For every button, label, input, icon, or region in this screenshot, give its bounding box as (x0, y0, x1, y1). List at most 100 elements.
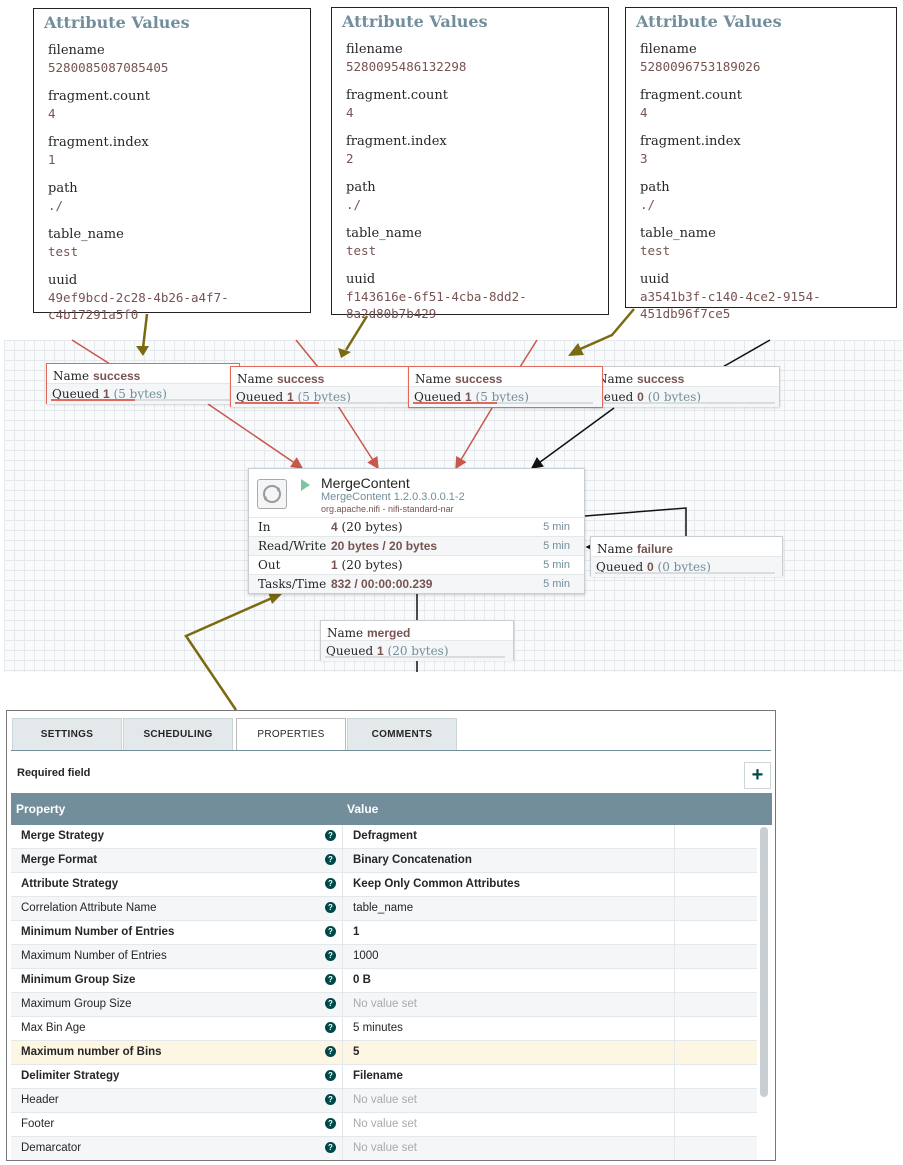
help-icon[interactable]: ? (325, 830, 336, 841)
help-icon[interactable]: ? (325, 1118, 336, 1129)
column-property: Property (16, 802, 66, 816)
table-row[interactable]: Max Bin Age?5 minutes (11, 1017, 757, 1041)
processor-icon (257, 479, 287, 509)
connection-failure[interactable]: Name failure Queued 0 (0 bytes) (590, 536, 783, 577)
table-row[interactable]: Merge Strategy?Defragment (11, 825, 757, 849)
tab-divider (11, 750, 771, 751)
table-row[interactable]: Footer?No value set (11, 1113, 757, 1137)
connection-success-4[interactable]: Name success ueued 0 (0 bytes) (590, 366, 780, 407)
table-row[interactable]: Delimiter Strategy?Filename (11, 1065, 757, 1089)
property-name: Minimum Number of Entries (21, 926, 175, 938)
property-value[interactable]: No value set (353, 998, 417, 1010)
queued-count: 1 (377, 644, 384, 658)
attribute-name: table_name (346, 226, 422, 241)
queued-size: (5 bytes) (475, 390, 529, 404)
help-icon[interactable]: ? (325, 1022, 336, 1033)
attribute-name: uuid (346, 272, 376, 287)
property-value[interactable]: No value set (353, 1094, 417, 1106)
table-row[interactable]: Attribute Strategy?Keep Only Common Attr… (11, 873, 757, 897)
property-value[interactable]: Defragment (353, 830, 417, 842)
attribute-box-title: Attribute Values (342, 12, 488, 31)
processor-mergecontent[interactable]: MergeContent MergeContent 1.2.0.3.0.0.1-… (248, 468, 585, 594)
attribute-value: test (346, 243, 377, 258)
help-icon[interactable]: ? (325, 1094, 336, 1105)
queue-bar (413, 402, 593, 404)
table-row[interactable]: Maximum Number of Entries? 1000 (11, 945, 757, 969)
connection-merged[interactable]: Name merged Queued 1 (20 bytes) (320, 620, 514, 661)
tab-comments[interactable]: COMMENTS (347, 718, 457, 750)
property-value[interactable]: table_name (353, 902, 414, 914)
property-value[interactable]: 5 (353, 1046, 360, 1058)
connection-name: failure (636, 542, 673, 556)
help-icon[interactable]: ? (325, 974, 336, 985)
running-icon (301, 479, 310, 491)
property-value[interactable]: 1 (353, 926, 360, 938)
property-name: Maximum Number of Entries (21, 950, 167, 962)
table-row[interactable]: Minimum Group Size?0 B (11, 969, 757, 993)
property-value[interactable]: Binary Concatenation (353, 854, 472, 866)
help-icon[interactable]: ? (325, 1046, 336, 1057)
table-row[interactable]: Demarcator?No value set (11, 1137, 757, 1160)
tab-scheduling[interactable]: SCHEDULING (123, 718, 233, 750)
connection-success-1[interactable]: Name success Queued 1 (5 bytes) (46, 363, 240, 404)
queue-bar-fill (235, 402, 319, 404)
stat-label: In (258, 520, 271, 534)
stat-value: 20 bytes / 20 bytes (331, 539, 438, 553)
stat-value: 1 (331, 558, 338, 572)
help-icon[interactable]: ? (325, 1070, 336, 1081)
attribute-name: fragment.count (346, 88, 448, 103)
stat-label: Read/Write (258, 539, 327, 553)
queued-size: (20 bytes) (387, 644, 449, 658)
tab-properties[interactable]: PROPERTIES (236, 718, 346, 751)
queued-count: 1 (465, 390, 472, 404)
queue-bar (595, 402, 775, 404)
property-value[interactable]: Keep Only Common Attributes (353, 878, 520, 890)
connection-name-label: Name (53, 369, 90, 383)
property-value[interactable]: 5 minutes (353, 1022, 403, 1034)
add-property-button[interactable]: + (744, 762, 771, 789)
queued-label: ueued (596, 390, 634, 404)
table-row[interactable]: Correlation Attribute Name?table_name (11, 897, 757, 921)
table-row[interactable]: Merge Format?Binary Concatenation (11, 849, 757, 873)
stat-extra: (20 bytes) (341, 520, 403, 534)
connection-success-3[interactable]: Name success Queued 1 (5 bytes) (408, 366, 603, 408)
attribute-value: a3541b3f-c140-4ce2-9154-451db96f7ce5 (640, 289, 821, 321)
attribute-value: 4 (346, 105, 354, 120)
property-value[interactable]: Filename (353, 1070, 403, 1082)
stat-extra: (20 bytes) (341, 558, 403, 572)
attribute-name: fragment.index (640, 134, 741, 149)
table-row[interactable]: Maximum Group Size?No value set (11, 993, 757, 1017)
tab-settings[interactable]: SETTINGS (12, 718, 122, 750)
table-row[interactable]: Maximum number of Bins?5 (11, 1041, 757, 1065)
table-row[interactable]: Minimum Number of Entries? 1 (11, 921, 757, 945)
property-value[interactable]: 0 B (353, 974, 371, 986)
table-row[interactable]: Header?No value set (11, 1089, 757, 1113)
properties-scrollbar[interactable] (760, 827, 768, 1097)
attribute-name: fragment.count (48, 89, 150, 104)
attribute-value: ./ (48, 198, 64, 213)
connection-success-2[interactable]: Name success Queued 1 (5 bytes) (230, 366, 425, 407)
help-icon[interactable]: ? (325, 878, 336, 889)
property-value[interactable]: No value set (353, 1142, 417, 1154)
help-icon[interactable]: ? (325, 950, 336, 961)
help-icon[interactable]: ? (325, 998, 336, 1009)
properties-table-body: Merge Strategy?Defragment Merge Format?B… (11, 825, 757, 1160)
help-icon[interactable]: ? (325, 926, 336, 937)
help-icon[interactable]: ? (325, 1142, 336, 1153)
help-icon[interactable]: ? (325, 854, 336, 865)
property-value[interactable]: No value set (353, 1118, 417, 1130)
attribute-value: test (48, 244, 79, 259)
attribute-name: path (640, 180, 670, 195)
property-value[interactable]: 1000 (353, 950, 379, 962)
help-icon[interactable]: ? (325, 902, 336, 913)
